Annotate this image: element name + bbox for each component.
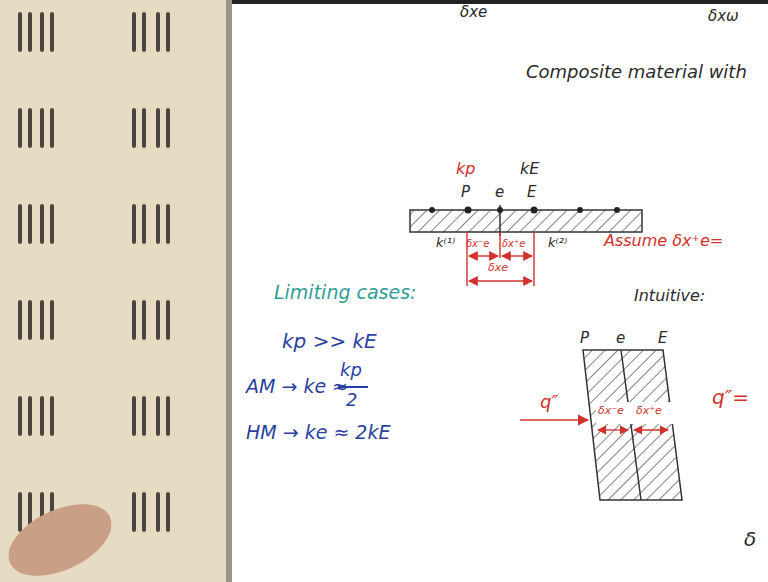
panel-slot — [142, 204, 146, 244]
panel-slot — [28, 300, 32, 340]
panel-slot — [40, 300, 44, 340]
panel-slot — [142, 12, 146, 52]
board-text: AM → ke ≈ — [246, 376, 348, 397]
hand — [0, 490, 123, 582]
board-text: δx⁻e — [466, 238, 489, 249]
board-text: kp — [456, 160, 475, 178]
wall-panel — [0, 0, 232, 582]
panel-slot — [166, 108, 170, 148]
board-text: q″ — [540, 392, 558, 412]
panel-slot — [166, 492, 170, 532]
grid-point — [577, 207, 583, 213]
panel-slot — [132, 204, 136, 244]
grid-point — [497, 207, 503, 213]
panel-slot — [50, 12, 54, 52]
panel-slot — [40, 12, 44, 52]
board-text: Intuitive: — [634, 287, 705, 305]
panel-slot — [18, 396, 22, 436]
board-text: Assume δx⁺e= — [604, 232, 723, 250]
board-text: E — [658, 330, 667, 347]
board-text: δx⁺e — [502, 238, 525, 249]
board-text: P — [580, 330, 589, 347]
panel-slot — [28, 204, 32, 244]
panel-slot — [142, 108, 146, 148]
panel-slot — [132, 300, 136, 340]
panel-slot — [156, 108, 160, 148]
grid-point — [429, 207, 435, 213]
panel-slot — [156, 300, 160, 340]
board-text: δx⁺e — [636, 405, 662, 417]
board-text: e — [616, 330, 625, 347]
panel-slot — [28, 108, 32, 148]
dimension-bracket — [467, 232, 534, 286]
fraction-bar — [440, 0, 500, 1]
panel-slot — [50, 204, 54, 244]
grid-point — [531, 207, 538, 214]
panel-slot — [132, 108, 136, 148]
board-edge — [232, 0, 768, 4]
board-text: δx⁻e — [598, 405, 624, 417]
panel-slot — [40, 204, 44, 244]
panel-slot — [156, 12, 160, 52]
board-text: Limiting cases: — [274, 282, 417, 303]
panel-slot — [166, 12, 170, 52]
panel-slot — [50, 300, 54, 340]
board-text: kE — [520, 160, 539, 178]
grid-point — [614, 207, 620, 213]
panel-slot — [156, 396, 160, 436]
panel-slot — [50, 396, 54, 436]
panel-slot — [18, 108, 22, 148]
board-text: k⁽²⁾ — [548, 236, 567, 250]
panel-slot — [132, 396, 136, 436]
board-text: δxω — [708, 8, 739, 25]
board-text: e — [495, 184, 504, 201]
dimension-bracket — [598, 429, 668, 430]
panel-slot — [156, 204, 160, 244]
panel-slot — [132, 492, 136, 532]
board-text: E — [527, 184, 536, 201]
panel-slot — [142, 492, 146, 532]
panel-slot — [40, 396, 44, 436]
label-patch — [596, 402, 676, 424]
board-text: q″= — [712, 386, 749, 408]
panel-edge — [226, 0, 232, 582]
panel-slot — [166, 204, 170, 244]
board-text: kp — [340, 360, 362, 380]
panel-slot — [142, 300, 146, 340]
board-text: 2 — [346, 390, 357, 410]
panel-slot — [18, 12, 22, 52]
panel-slots — [18, 12, 170, 532]
panel-slot — [18, 204, 22, 244]
panel-slot — [166, 396, 170, 436]
board-text: δxe — [488, 262, 508, 274]
panel-slot — [28, 396, 32, 436]
heat-flux-arrow — [520, 419, 588, 421]
board-text: Composite material with — [526, 62, 747, 82]
panel-slot — [28, 12, 32, 52]
composite-bar — [410, 210, 642, 232]
panel-slot — [142, 396, 146, 436]
board-text: δ — [744, 528, 756, 550]
panel-slot — [18, 492, 22, 532]
board-text: kp >> kE — [282, 330, 377, 352]
grid-point — [465, 207, 472, 214]
panel-slot — [156, 492, 160, 532]
board-text: HM → ke ≈ 2kE — [246, 422, 390, 443]
panel-slot — [132, 12, 136, 52]
panel-slot — [50, 108, 54, 148]
board-text: δxe — [460, 4, 487, 21]
interface-line — [621, 350, 641, 500]
board-text: P — [461, 184, 470, 201]
control-volume — [583, 350, 682, 500]
panel-slot — [40, 108, 44, 148]
panel-slot — [18, 300, 22, 340]
board-text: k⁽¹⁾ — [436, 236, 455, 250]
panel-slot — [166, 300, 170, 340]
